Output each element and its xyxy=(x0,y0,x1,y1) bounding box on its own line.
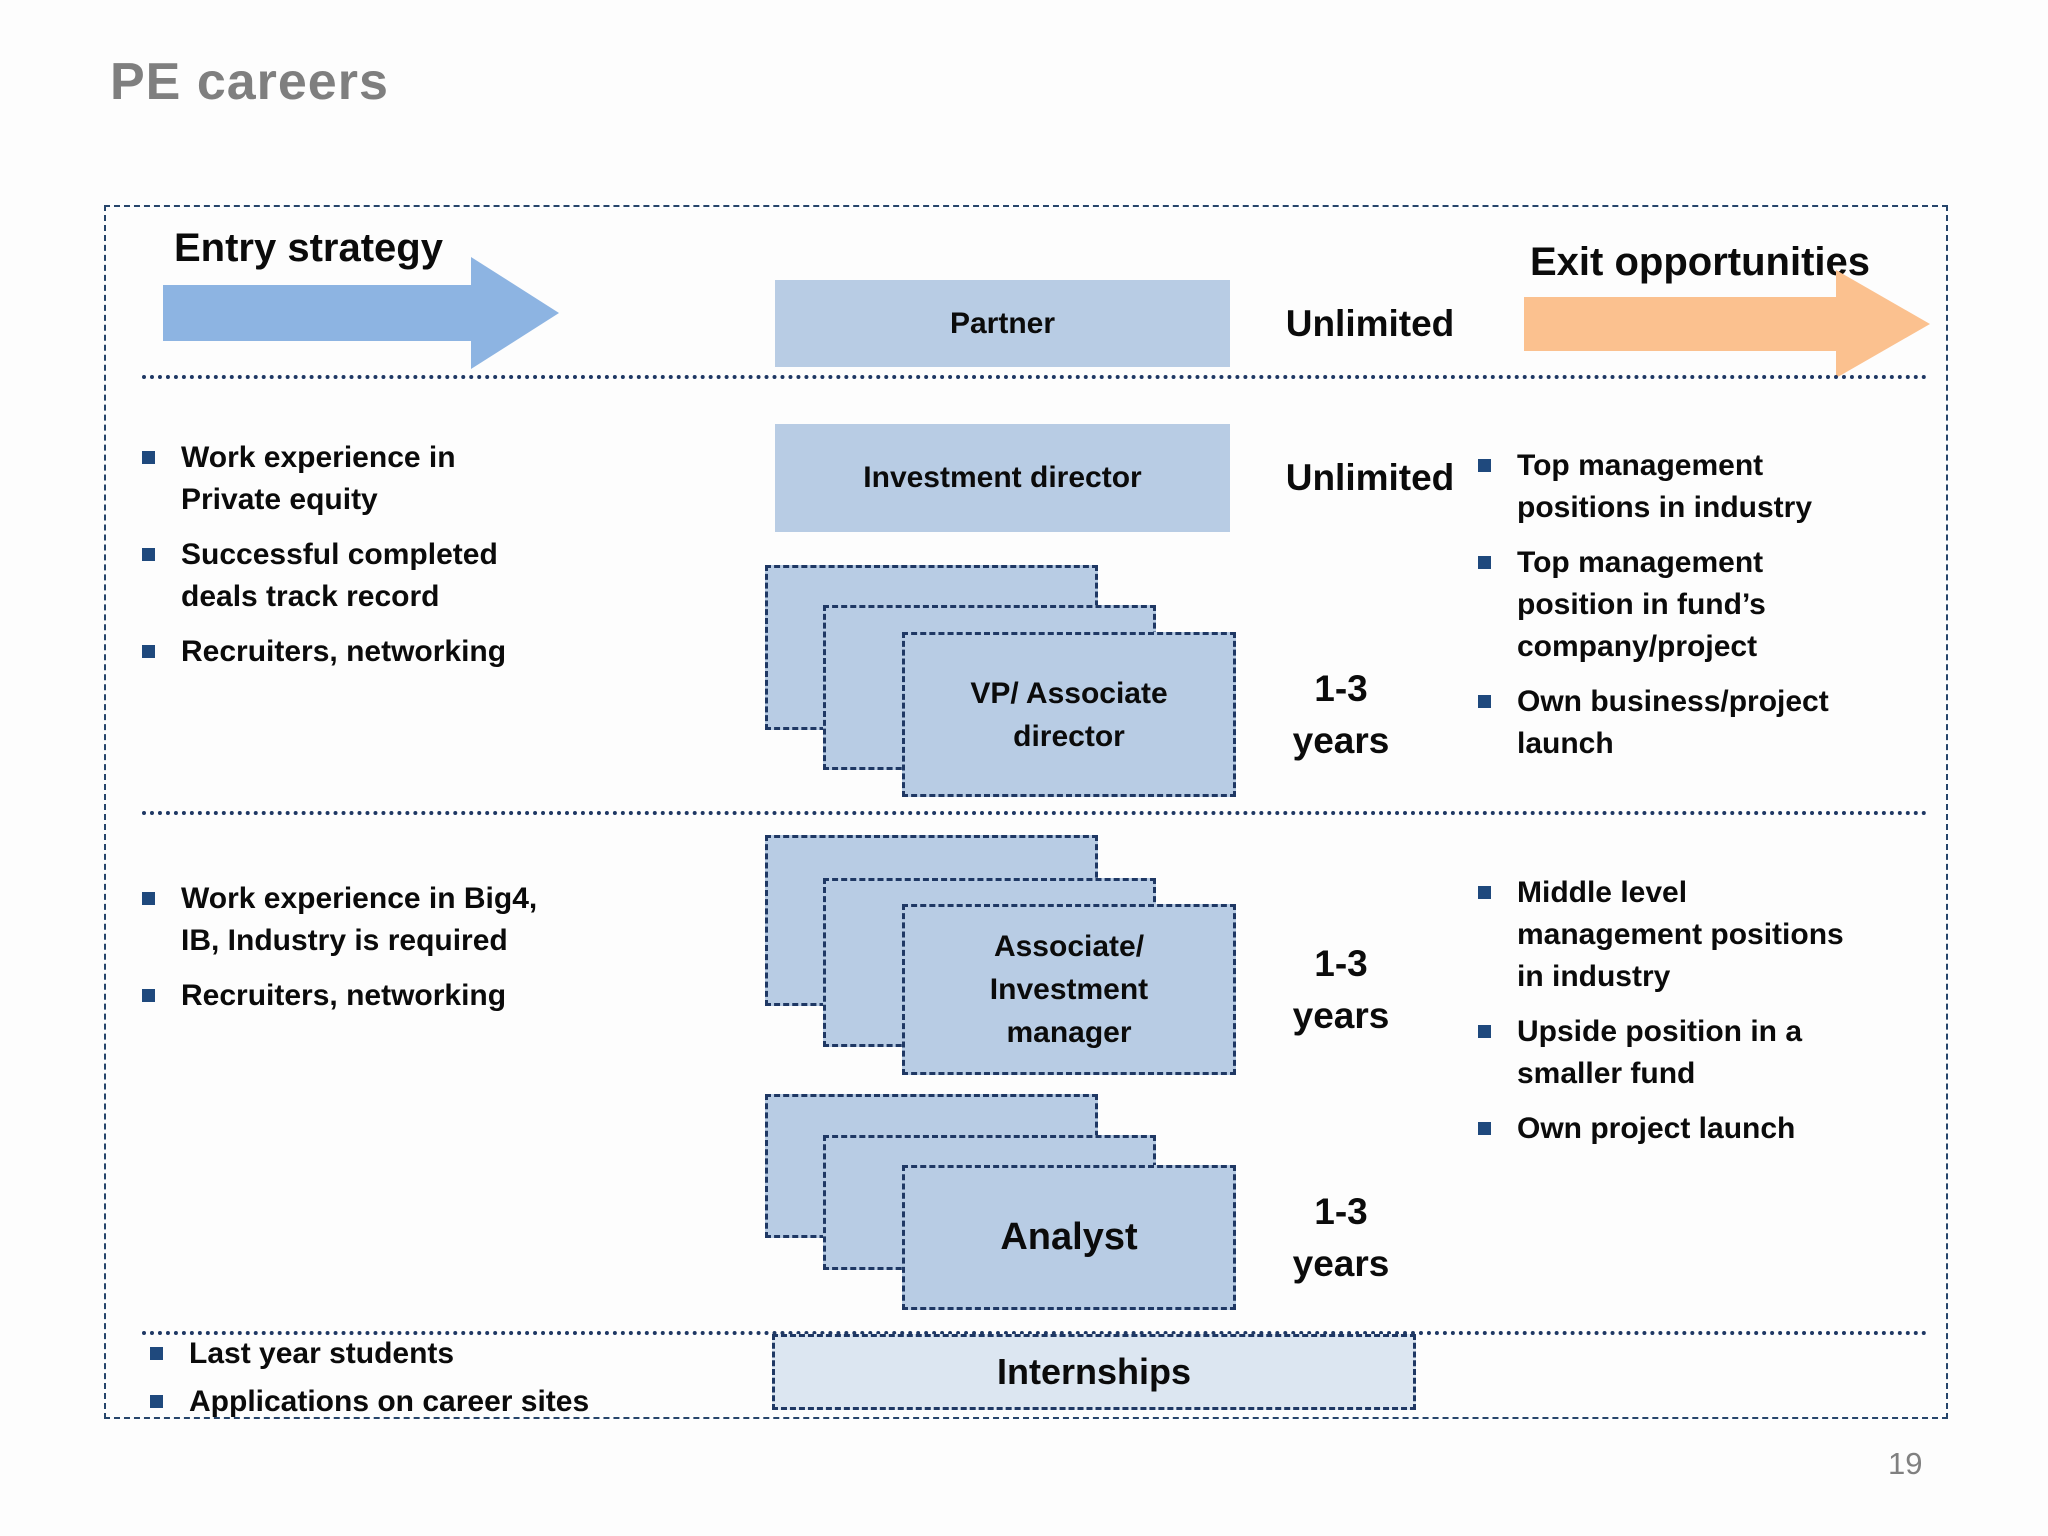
bullet-square-icon xyxy=(142,645,155,658)
investment-director-box: Investment director xyxy=(775,424,1230,532)
exit-bullets-senior: Top management positions in industry Top… xyxy=(1478,445,1928,778)
internships-box: Internships xyxy=(772,1334,1416,1410)
bullet-text: Own business/project launch xyxy=(1517,685,1829,760)
bullet-text: Middle level management positions in ind… xyxy=(1517,876,1844,993)
entry-arrow-icon xyxy=(471,257,559,369)
bullet-square-icon xyxy=(1478,1025,1491,1038)
list-item: Recruiters, networking xyxy=(142,975,682,1017)
exit-arrow-icon xyxy=(1836,270,1930,378)
bullet-text: Last year students xyxy=(189,1337,455,1370)
bullet-square-icon xyxy=(142,892,155,905)
investment-director-tenure: Unlimited xyxy=(1285,457,1455,498)
bullet-square-icon xyxy=(1478,1122,1491,1135)
separator-bottom xyxy=(142,1331,1928,1335)
associate-investment-manager-box: Associate/ Investment manager xyxy=(902,904,1236,1075)
bullet-text: Upside position in a smaller fund xyxy=(1517,1015,1803,1090)
bullet-square-icon xyxy=(1478,459,1491,472)
entry-arrow-shaft xyxy=(163,285,471,341)
analyst-box: Analyst xyxy=(902,1165,1236,1310)
bullet-text: Work experience in Big4, IB, Industry is… xyxy=(181,882,538,957)
bullet-square-icon xyxy=(150,1347,163,1360)
list-item: Work experience in Private equity xyxy=(142,437,642,521)
bullet-square-icon xyxy=(1478,556,1491,569)
bullet-square-icon xyxy=(150,1395,163,1408)
bullet-text: Top management position in fund’s compan… xyxy=(1517,546,1766,663)
bullet-text: Top management positions in industry xyxy=(1517,449,1813,524)
partner-box: Partner xyxy=(775,280,1230,367)
analyst-tenure: 1-3 years xyxy=(1292,1190,1390,1284)
bullet-text: Recruiters, networking xyxy=(181,979,507,1012)
vp-associate-director-box: VP/ Associate director xyxy=(902,632,1236,797)
list-item: Work experience in Big4, IB, Industry is… xyxy=(142,878,682,962)
entry-strategy-label: Entry strategy xyxy=(174,226,443,270)
partner-tenure: Unlimited xyxy=(1285,302,1455,344)
list-item: Successful completed deals track record xyxy=(142,534,642,618)
list-item: Applications on career sites xyxy=(150,1381,710,1423)
bullet-text: Successful completed deals track record xyxy=(181,538,498,613)
entry-bullets-senior: Work experience in Private equity Succes… xyxy=(142,437,642,686)
page-title: PE careers xyxy=(110,53,389,111)
entry-bullets-junior: Last year students Applications on caree… xyxy=(150,1333,710,1436)
exit-opportunities-label: Exit opportunities xyxy=(1530,240,1870,284)
separator-top xyxy=(142,375,1928,379)
entry-bullets-mid: Work experience in Big4, IB, Industry is… xyxy=(142,878,682,1030)
bullet-square-icon xyxy=(1478,886,1491,899)
list-item: Own project launch xyxy=(1478,1108,1938,1150)
list-item: Last year students xyxy=(150,1333,710,1375)
bullet-text: Own project launch xyxy=(1517,1112,1796,1145)
bullet-text: Work experience in Private equity xyxy=(181,441,456,516)
list-item: Top management position in fund’s compan… xyxy=(1478,542,1928,668)
page-number: 19 xyxy=(1888,1446,1923,1481)
career-diagram-frame xyxy=(104,205,1948,1419)
bullet-text: Applications on career sites xyxy=(189,1385,590,1418)
list-item: Top management positions in industry xyxy=(1478,445,1928,529)
exit-arrow-shaft xyxy=(1524,297,1836,351)
bullet-square-icon xyxy=(142,989,155,1002)
list-item: Middle level management positions in ind… xyxy=(1478,872,1938,998)
list-item: Own business/project launch xyxy=(1478,681,1928,765)
bullet-square-icon xyxy=(142,548,155,561)
bullet-text: Recruiters, networking xyxy=(181,635,507,668)
associate-tenure: 1-3 years xyxy=(1292,942,1390,1036)
separator-middle xyxy=(142,811,1928,815)
bullet-square-icon xyxy=(1478,695,1491,708)
list-item: Upside position in a smaller fund xyxy=(1478,1011,1938,1095)
list-item: Recruiters, networking xyxy=(142,631,642,673)
vp-tenure: 1-3 years xyxy=(1292,667,1390,761)
exit-bullets-mid: Middle level management positions in ind… xyxy=(1478,872,1938,1163)
bullet-square-icon xyxy=(142,451,155,464)
